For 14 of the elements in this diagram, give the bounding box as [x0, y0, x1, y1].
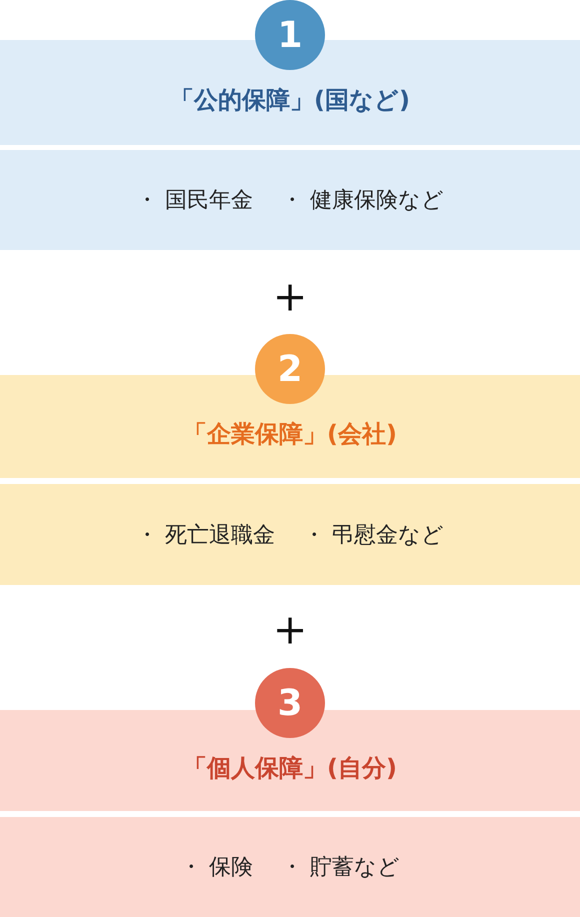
list-item: ・ 弔慰金など — [303, 522, 444, 550]
number-circle: 1 — [255, 0, 325, 70]
list-item: ・ 死亡退職金 — [136, 522, 275, 550]
list-item: ・ 国民年金 — [136, 187, 253, 215]
list-item: ・ 保険 — [180, 854, 253, 882]
list-item: ・ 貯蓄など — [281, 854, 400, 882]
item-band — [0, 150, 580, 250]
item-band — [0, 817, 580, 917]
plus-sign: ＋ — [264, 270, 316, 320]
number-circle: 3 — [255, 668, 325, 738]
number-circle: 2 — [255, 334, 325, 404]
plus-sign: ＋ — [264, 603, 316, 653]
item-band — [0, 484, 580, 585]
list-item: ・ 健康保険など — [281, 187, 444, 215]
